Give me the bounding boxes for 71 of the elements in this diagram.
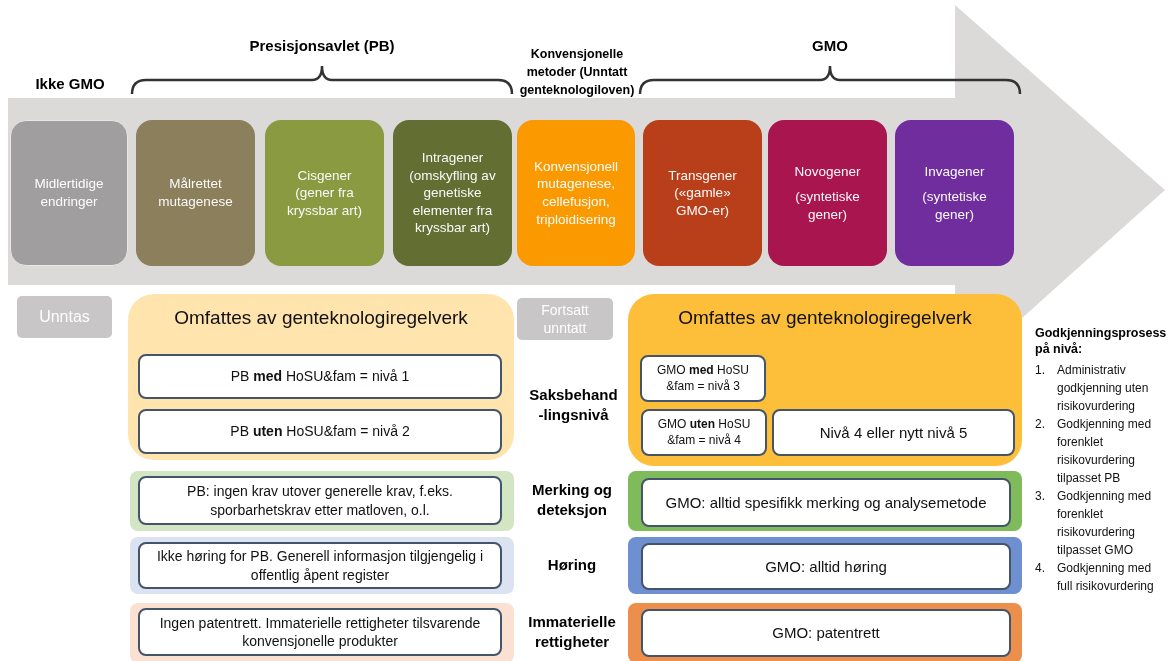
requirement-box bbox=[138, 542, 502, 589]
box-text: Transgener («gamle» GMO-er) bbox=[667, 166, 738, 220]
list-item: Godkjenning med forenklet risikovurdering tilpasset GMO bbox=[1057, 488, 1153, 559]
box-text: Ingen patentrett. Immaterielle rettigheter tilsvarende konvensjonelle produkter bbox=[158, 613, 482, 651]
panel-heading: Omfattes av genteknologiregelverk bbox=[677, 306, 973, 330]
level-box bbox=[138, 409, 502, 454]
row-band bbox=[130, 537, 514, 594]
list-number: 1. bbox=[1035, 362, 1046, 379]
list-number: 4. bbox=[1035, 560, 1046, 577]
list-item: Administrativ godkjenning uten risikovurdering bbox=[1057, 362, 1150, 415]
status-box bbox=[517, 298, 613, 340]
box-text: GMO: patentrett bbox=[771, 623, 881, 643]
requirement-box bbox=[138, 476, 502, 525]
row-heading: Høring bbox=[546, 555, 598, 575]
box-text: Unntas bbox=[38, 306, 91, 327]
regulation-panel bbox=[628, 294, 1022, 466]
row-band bbox=[130, 471, 514, 531]
panel-heading: Omfattes av genteknologiregelverk bbox=[173, 306, 469, 330]
box-text: Nivå 4 eller nytt nivå 5 bbox=[818, 422, 969, 443]
list-item: Godkjenning med forenklet risikovurdering tilpasset PB bbox=[1057, 416, 1153, 487]
level-box bbox=[641, 409, 767, 456]
box-text: Målrettet mutagenese bbox=[157, 175, 234, 211]
category-box bbox=[265, 120, 384, 266]
box-text: Cisgener (gener fra kryssbar art) bbox=[286, 166, 363, 220]
row-band bbox=[130, 603, 514, 661]
requirement-box bbox=[138, 608, 502, 656]
row-band bbox=[628, 471, 1022, 531]
level-box bbox=[772, 409, 1015, 456]
group-heading: Konvensjonelle metoder (Unntatt genteknologiloven) bbox=[518, 46, 636, 100]
box-text: Midlertidige endringer bbox=[33, 175, 105, 211]
box-text: (syntetiske gener) bbox=[921, 188, 988, 224]
box-text: (syntetiske gener) bbox=[794, 188, 861, 224]
box-text: Fortsatt unntatt bbox=[540, 300, 590, 338]
row-band bbox=[628, 537, 1022, 594]
list-item: Godkjenning med full risikovurdering bbox=[1057, 560, 1155, 595]
list-number: 3. bbox=[1035, 488, 1046, 505]
category-box bbox=[643, 120, 762, 266]
box-text: Novogener bbox=[793, 162, 862, 181]
level-box bbox=[640, 355, 766, 402]
box-text: PB: ingen krav utover generelle krav, f.eks. sporbarhetskrav etter matloven, o.l. bbox=[186, 482, 454, 519]
status-box bbox=[17, 296, 112, 338]
regulation-panel bbox=[128, 294, 514, 460]
category-box bbox=[517, 120, 635, 266]
category-box bbox=[393, 120, 512, 266]
group-heading: Presisjonsavlet (PB) bbox=[248, 36, 396, 56]
category-box bbox=[136, 120, 255, 266]
requirement-box bbox=[641, 609, 1011, 657]
group-heading: Ikke GMO bbox=[34, 74, 106, 94]
list-number: 2. bbox=[1035, 416, 1046, 433]
list-heading: Godkjenningsprosess på nivå: bbox=[1035, 325, 1168, 358]
category-box bbox=[768, 120, 887, 266]
requirement-box bbox=[641, 478, 1011, 527]
box-text: PB med HoSU&fam = nivå 1 bbox=[229, 367, 411, 386]
box-text: GMO uten HoSU &fam = nivå 4 bbox=[656, 416, 752, 449]
box-text: Intragener (omskyfling av genetiske elementer fra kryssbar art) bbox=[408, 149, 497, 237]
box-text: Konvensjonell mutagenese, cellefusjon, triploidisering bbox=[532, 157, 620, 229]
box-text: PB uten HoSU&fam = nivå 2 bbox=[229, 422, 411, 441]
row-heading: Merking og deteksjon bbox=[531, 480, 613, 519]
box-text: GMO: alltid spesifikk merking og analysemetode bbox=[664, 492, 988, 513]
category-box bbox=[10, 120, 128, 266]
row-heading: Immaterielle rettigheter bbox=[527, 612, 617, 651]
group-heading: GMO bbox=[811, 36, 849, 56]
box-text: Ikke høring for PB. Generell informasjon tilgjengelig i offentlig åpent register bbox=[155, 547, 484, 584]
category-box bbox=[895, 120, 1014, 266]
row-heading: Saksbehand -lingsnivå bbox=[528, 385, 619, 424]
row-band bbox=[628, 603, 1022, 661]
box-text: GMO med HoSU &fam = nivå 3 bbox=[656, 362, 750, 395]
box-text: Invagener bbox=[923, 162, 986, 181]
box-text: GMO: alltid høring bbox=[764, 556, 888, 577]
requirement-box bbox=[641, 543, 1011, 590]
level-box bbox=[138, 354, 502, 399]
